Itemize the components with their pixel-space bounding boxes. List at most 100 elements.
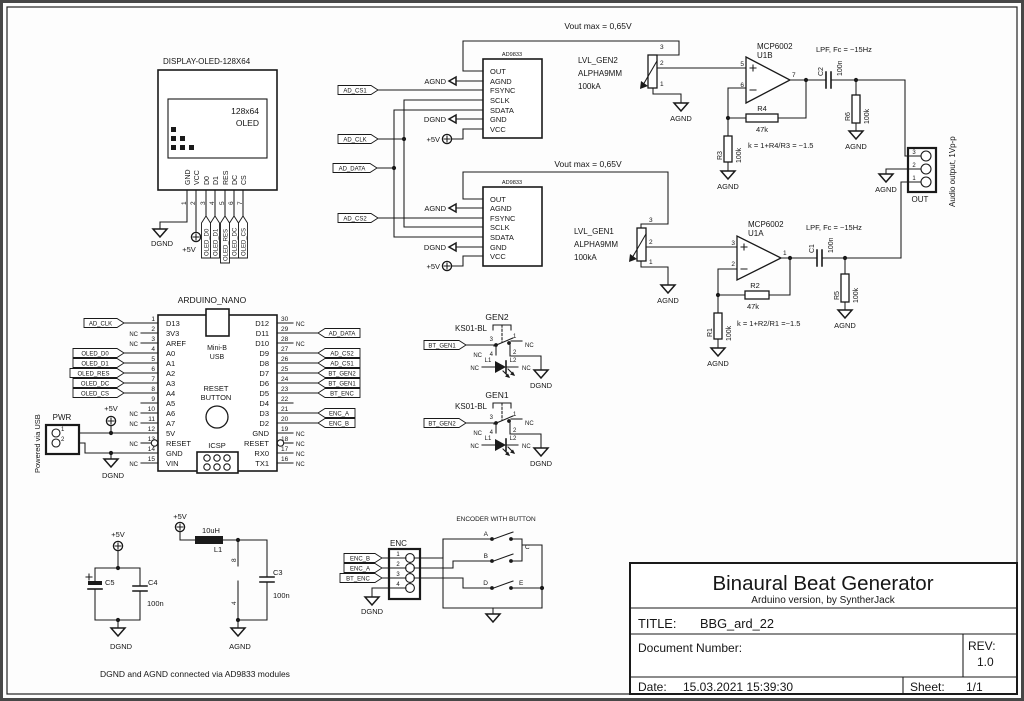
svg-text:23: 23: [281, 386, 289, 393]
r2-name: R2: [750, 281, 760, 290]
enc-name: ENC: [390, 539, 407, 548]
sw2-flag: [423, 418, 467, 428]
dds1-pin-vcc: VCC: [490, 125, 506, 134]
svg-text:NC: NC: [296, 462, 305, 468]
r1-agnd-label: AGND: [707, 359, 729, 368]
dds2-dgnd: DGND: [424, 241, 484, 253]
svg-text:ENC_A: ENC_A: [329, 411, 349, 417]
title-value: BBG_ard_22: [700, 616, 774, 631]
enc-sw-b: B: [484, 553, 488, 560]
svg-text:AD_CS1: AD_CS1: [330, 361, 354, 367]
icsp-label: ICSP: [208, 441, 226, 450]
r3-body: [723, 135, 733, 163]
svg-text:OLED_D1: OLED_D1: [81, 361, 109, 367]
svg-text:ENC_B: ENC_B: [329, 421, 349, 427]
icsp-pins: [203, 454, 231, 471]
out-pin1: 1: [912, 176, 916, 182]
u1b-ref: U1B: [757, 51, 773, 60]
display-num-1: 1: [181, 201, 188, 205]
pot1-agnd-symbol: [672, 102, 690, 113]
pwr-dgnd-symbol: DGND: [102, 452, 125, 480]
r4-body: [745, 113, 779, 123]
pot2-type: ALPHA9MM: [574, 240, 618, 249]
flag-bt-enc: [339, 573, 383, 583]
svg-text:OLED_CS: OLED_CS: [81, 391, 109, 397]
flag-ad-cs2-label: AD_CS2: [343, 216, 367, 222]
r6-name: R6: [845, 112, 852, 121]
reset-label-1: RESET: [203, 384, 228, 393]
pwr-pin1: 1: [61, 427, 65, 433]
ad9833-1-body: [482, 58, 543, 139]
display-num-4: 4: [209, 201, 216, 205]
svg-text:NC: NC: [470, 366, 479, 372]
svg-text:10: 10: [148, 406, 156, 413]
enc-earth-symbol: [484, 613, 502, 624]
v5-label: +5V: [182, 245, 196, 254]
pwr-gnd-wire: [78, 442, 159, 454]
display-num-3: 3: [200, 201, 207, 205]
r2-value: 47k: [747, 302, 759, 311]
svg-text:NC: NC: [522, 444, 531, 450]
sheet-label: Sheet:: [910, 680, 945, 694]
pot1-agnd-label: AGND: [670, 114, 692, 123]
dds1-pin-out: OUT: [490, 67, 506, 76]
svg-text:NC: NC: [296, 452, 305, 458]
c4-name: C4: [148, 578, 158, 587]
rev-value: 1.0: [977, 655, 994, 669]
c1-value: 100n: [828, 237, 835, 253]
sw1-led-l2: L2: [510, 358, 517, 364]
display-pin-cs: CS: [241, 175, 248, 185]
enc-num-4: 4: [396, 582, 400, 588]
sw1-pin2: 2: [513, 350, 517, 356]
pwr-dgnd-label: DGND: [102, 471, 125, 480]
svg-text:NC: NC: [129, 332, 138, 338]
svg-text:NC: NC: [296, 442, 305, 448]
dds2-pin-fsync: FSYNC: [490, 214, 516, 223]
enc-sw-e: E: [519, 580, 524, 587]
svg-text:NC: NC: [129, 462, 138, 468]
sw2-pin1: 1: [513, 412, 517, 418]
svg-text:16: 16: [281, 456, 289, 463]
enc-num-3: 3: [396, 572, 400, 578]
dds1-dgnd: DGND: [424, 113, 484, 125]
flag-ad-data-label: AD_DATA: [339, 166, 366, 172]
svg-text:A5: A5: [166, 399, 175, 408]
r4-value: 47k: [756, 125, 768, 134]
svg-text:D8: D8: [259, 359, 269, 368]
flag-ad-data: [332, 163, 378, 173]
sw1-dgnd-symbol: [532, 369, 550, 380]
c2-body: [825, 71, 832, 89]
pot1-wiper-arrow: [640, 81, 648, 89]
flag-ad-cs1-label: AD_CS1: [343, 88, 367, 94]
svg-text:D12: D12: [255, 319, 269, 328]
u1a-pin1: 1: [783, 250, 787, 257]
flag-ad-clk-label: AD_CLK: [343, 137, 366, 143]
pot1-gnd-wire: [652, 87, 682, 104]
svg-text:6: 6: [151, 366, 155, 373]
svg-text:1: 1: [151, 316, 155, 323]
r2-body: [744, 290, 770, 300]
powered-via-usb-note: Powered via USB: [33, 414, 42, 473]
out-pin3: 3: [912, 150, 916, 156]
sw1-part: KS01-BL: [455, 324, 488, 333]
pf1-dgnd-label: DGND: [110, 642, 133, 651]
dds1-out-wire: [462, 40, 680, 72]
svg-text:4: 4: [151, 346, 155, 353]
out-pin2: 2: [912, 163, 916, 169]
dds2-dgnd-label: DGND: [424, 243, 447, 252]
module-pin4: 4: [231, 601, 238, 605]
svg-text:A2: A2: [166, 369, 175, 378]
svg-text:3: 3: [151, 336, 155, 343]
reset-label-2: BUTTON: [201, 393, 232, 402]
flag-enc-a-label: ENC_A: [350, 566, 370, 572]
flag-oled-d1: OLED_D1: [214, 228, 220, 256]
pot2-agnd-label: AGND: [657, 296, 679, 305]
flag-enc-a: [343, 563, 383, 573]
svg-text:19: 19: [281, 426, 289, 433]
doc-number-label: Document Number:: [638, 641, 742, 655]
sw2-part: KS01-BL: [455, 402, 488, 411]
display-pin-d0: D0: [204, 176, 211, 185]
date-label: Date:: [638, 680, 667, 694]
display-net-flags: OLED_D0 OLED_D1 OLED_RES OLED_DC OLED_CS: [201, 215, 248, 264]
display-pin-d1: D1: [213, 176, 220, 185]
